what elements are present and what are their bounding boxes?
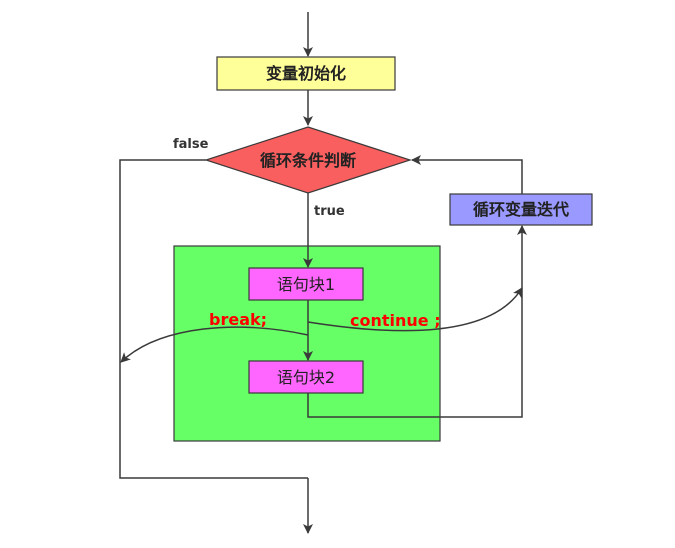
init-label: 变量初始化	[266, 64, 346, 83]
block2-node: 语句块2	[248, 360, 364, 394]
false-label: false	[173, 137, 209, 152]
block1-label: 语句块1	[277, 275, 335, 294]
init-box	[216, 56, 396, 91]
condition-node: 循环条件判断	[204, 126, 412, 194]
block1-box	[248, 267, 364, 301]
block2-label: 语句块2	[277, 368, 335, 387]
false-branch-line	[119, 159, 308, 479]
continue-jump-curve	[307, 287, 523, 332]
iterate-to-condition-line	[411, 155, 523, 194]
iterate-node: 循环变量迭代	[449, 193, 593, 226]
init-node: 变量初始化	[216, 56, 396, 91]
break-label: break;	[209, 310, 267, 329]
block1-node: 语句块1	[248, 267, 364, 301]
iterate-box	[449, 193, 593, 226]
true-label: true	[314, 204, 345, 219]
block2-box	[248, 360, 364, 394]
block2-to-iterate-line	[307, 225, 527, 418]
break-jump-curve	[120, 326, 309, 363]
condition-label: 循环条件判断	[260, 151, 356, 170]
continue-label: continue ;	[350, 311, 441, 330]
iterate-label: 循环变量迭代	[473, 200, 569, 219]
